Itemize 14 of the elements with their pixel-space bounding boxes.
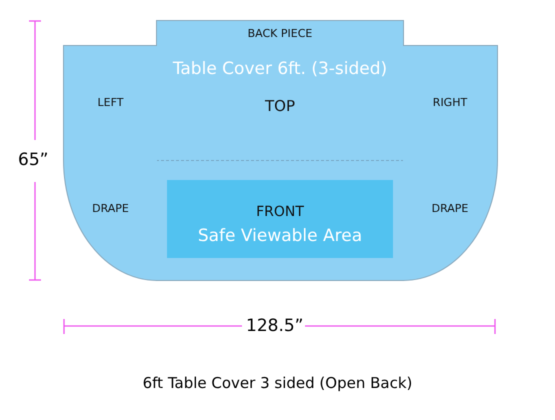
panel-label: BACK PIECE [248,27,312,40]
dimension-label: 65” [18,150,48,170]
panel-label: TOP [264,97,295,115]
safe-area-box [167,180,393,258]
panel-label: Safe Viewable Area [198,226,362,246]
caption: 6ft Table Cover 3 sided (Open Back) [142,374,412,392]
back-piece-panel [156,20,404,46]
panel-heading: Table Cover 6ft. (3-sided) [172,59,388,79]
panel-label: LEFT [98,96,124,109]
panel-label: RIGHT [432,96,468,109]
panel-label: DRAPE [432,202,468,215]
dimension-label: 128.5” [246,316,304,336]
panel-heading: FRONT [256,204,304,220]
panel-label: DRAPE [92,202,129,215]
